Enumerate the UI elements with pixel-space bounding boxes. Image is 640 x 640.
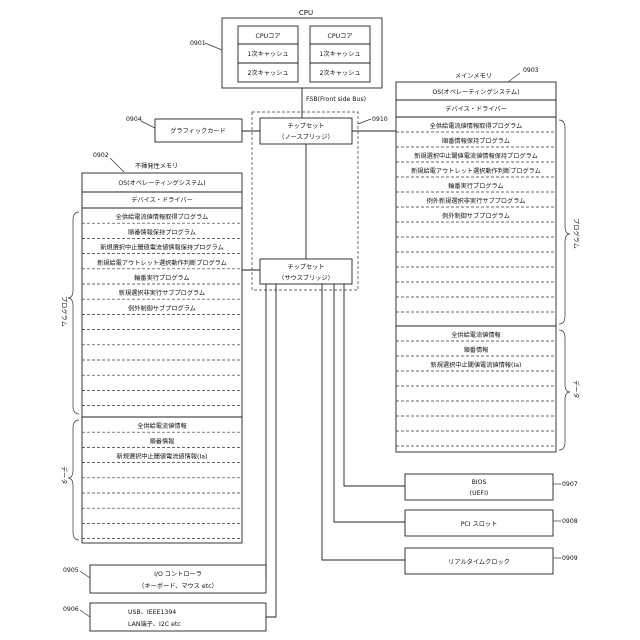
nv-memory-program-item: 順番情報保持プログラム [128,228,196,236]
nv-memory-driver: デバイス・ドライバー [131,196,193,204]
nv-memory-program-item: 例外制御サブプログラム [128,304,196,312]
nv-memory-program-brace-label: プログラム [60,296,68,327]
northbridge-line1: チップセット [287,123,324,130]
nv-memory-program-item: 新規給電アウトレット選択動作判断プログラム [97,259,227,267]
main-memory-driver: デバイス・ドライバー [445,105,507,113]
usb-line1: USB、IEEE1394 [128,609,176,616]
bios-ref: 0907 [562,481,578,488]
cpu-core-2-label: CPUコア [328,33,353,40]
main-memory-program-item: 輪番実行プログラム [448,182,504,190]
cpu-ref: 0901 [190,40,206,47]
nv-memory-data-item: 新規選択中止閾値電流値情報(Ia) [117,453,208,461]
nv-memory-data-item: 順番情報 [150,437,175,445]
nv-memory-os: OS(オペレーティングシステム) [118,179,205,187]
cpu-core-1-label: CPUコア [256,33,281,40]
nv-memory-data-item: 全供給電流値情報 [137,422,187,430]
io-controller-ref: 0905 [63,567,79,574]
main-memory-program-item: 新規給電アウトレット選択動作判断プログラム [411,167,541,175]
rtc-label: リアルタイムクロック [448,558,510,566]
nv-memory-program-item: 新規選択中止閾値電流値情報保持プログラム [100,244,224,252]
nv-memory-ref: 0902 [93,152,109,159]
pci-ref: 0908 [562,518,578,525]
cpu-core-1-l2: 2次キャッシュ [247,69,288,77]
nv-memory-program-item: 輪番実行プログラム [134,274,190,282]
main-memory-program-item: 新規選択中止閾値電流値情報保持プログラム [414,152,538,160]
usb-ref: 0906 [63,606,79,613]
cpu-core-1-l1: 1次キャッシュ [247,50,288,58]
main-memory-program-item: 全供給電流値情報取得プログラム [430,122,523,130]
main-memory-data-item: 全供給電流値情報 [451,331,501,339]
northbridge-line2: （ノースブリッジ） [278,133,333,141]
pci-slot-label: PCI スロット [461,521,498,528]
graphics-ref: 0904 [126,116,142,123]
main-memory-title: メインメモリ [455,73,492,80]
nv-memory-program-item: 全供給電流値情報取得プログラム [116,213,209,221]
graphics-card-label: グラフィックカード [170,127,226,135]
main-memory-program-brace-label: プログラム [572,218,580,249]
main-memory-os: OS(オペレーティングシステム) [432,88,519,96]
cpu-core-2-l1: 1次キャッシュ [319,50,360,58]
nv-memory-data-brace [68,420,79,540]
nv-memory-data-brace-label: データ [60,466,68,485]
southbridge-line1: チップセット [287,264,324,271]
cpu-core-2-l2: 2次キャッシュ [319,69,360,77]
main-memory-data-item: 順番情報 [464,346,489,354]
chipset-ref: 0910 [372,116,388,123]
main-memory-program-brace [559,120,570,324]
main-memory-ref: 0903 [523,67,539,74]
cpu-core-1: CPUコア 1次キャッシュ 2次キャッシュ [238,26,298,82]
bios-line2: (UEFI) [470,490,489,497]
io-controller-line2: （キーボード、マウス etc） [138,582,217,590]
bios-line1: BIOS [472,479,487,486]
nv-memory-program-brace [68,212,79,414]
rtc-ref: 0909 [562,555,578,562]
main-memory-program-item: 順番情報保持プログラム [442,137,510,145]
main-memory-program-item: 例外新規選択非実行サブプログラム [427,197,526,205]
fsb-label: FSB(Front side Bus) [306,96,366,103]
southbridge-line2: （サウスブリッジ） [278,274,334,282]
nv-memory-title: 不揮発性メモリ [135,162,178,170]
cpu-title: CPU [299,9,313,17]
usb-line2: LAN端子、I2C etc [128,620,181,628]
main-memory-data-brace [559,330,570,450]
io-controller-line1: I/O コントローラ [154,571,202,578]
main-memory-data-brace-label: データ [572,380,580,399]
main-memory-program-item: 例外制御サブプログラム [442,212,510,220]
cpu-core-2: CPUコア 1次キャッシュ 2次キャッシュ [310,26,370,82]
nv-memory-program-item: 新規選択非実行サブプログラム [119,289,205,297]
main-memory-data-item: 新規選択中止閾値電流値情報(Ia) [431,361,522,369]
